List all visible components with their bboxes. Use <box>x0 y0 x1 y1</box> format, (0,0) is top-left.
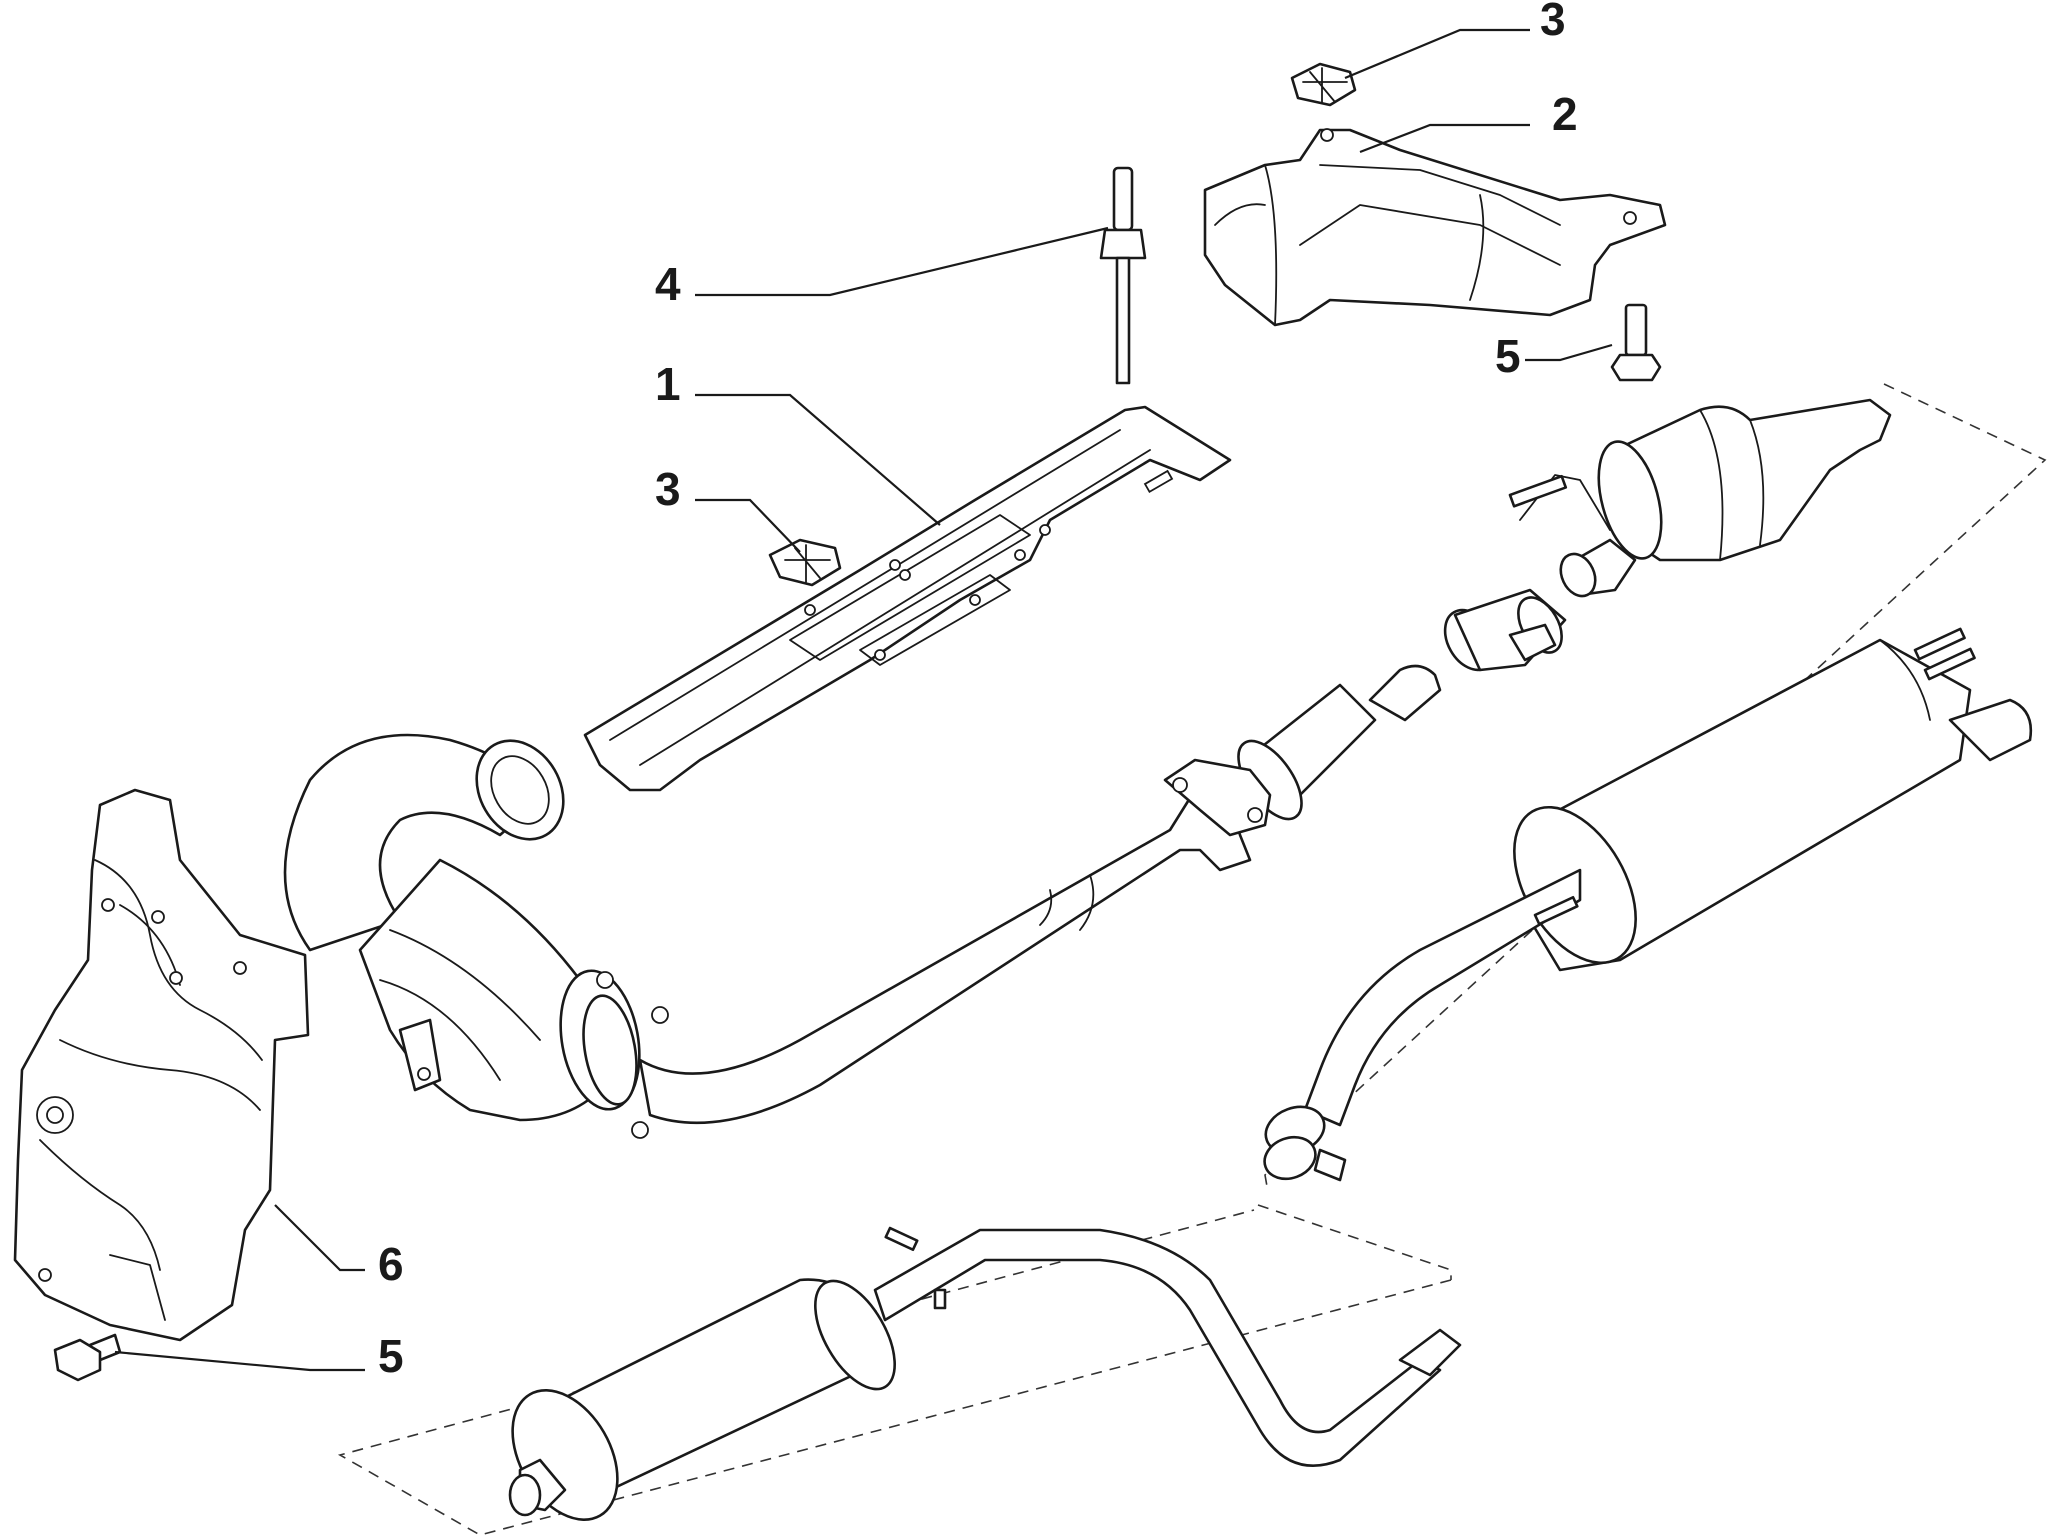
callout-3-left: 3 <box>655 463 681 515</box>
rear-heat-shield <box>1203 128 1667 327</box>
underbody-heat-shield <box>583 405 1232 792</box>
leader-4 <box>695 226 1109 297</box>
callout-4: 4 <box>655 258 681 310</box>
callout-1: 1 <box>655 358 681 410</box>
leader-3-top <box>1344 28 1530 80</box>
callout-5-bottom: 5 <box>378 1330 404 1382</box>
leader-3-left <box>695 498 801 553</box>
leader-5-bottom <box>114 1350 365 1372</box>
alternative-variant-boundary <box>337 383 2047 1536</box>
hex-bolt-right <box>1610 303 1662 382</box>
rear-muffler <box>1263 627 2033 1182</box>
hex-bolt-bottom <box>53 1333 122 1382</box>
callout-3-top: 3 <box>1540 0 1566 45</box>
front-pipe-assembly <box>283 664 1442 1139</box>
pipe-clamp <box>1443 588 1567 672</box>
leader-1 <box>695 393 941 526</box>
callout-6: 6 <box>378 1238 404 1290</box>
spring-clip-left <box>768 538 842 587</box>
manifold-heat-shield <box>13 788 310 1342</box>
rear-silencer-variant <box>508 1226 1462 1521</box>
callout-2: 2 <box>1552 88 1578 140</box>
leader-6 <box>274 1204 365 1272</box>
rear-catalyst-section <box>1508 398 1892 598</box>
leader-2 <box>1359 123 1530 154</box>
callout-5-right: 5 <box>1495 330 1521 382</box>
leader-5-right <box>1525 343 1613 362</box>
spring-clip-top <box>1290 62 1357 107</box>
rivet-pin <box>1099 166 1147 385</box>
